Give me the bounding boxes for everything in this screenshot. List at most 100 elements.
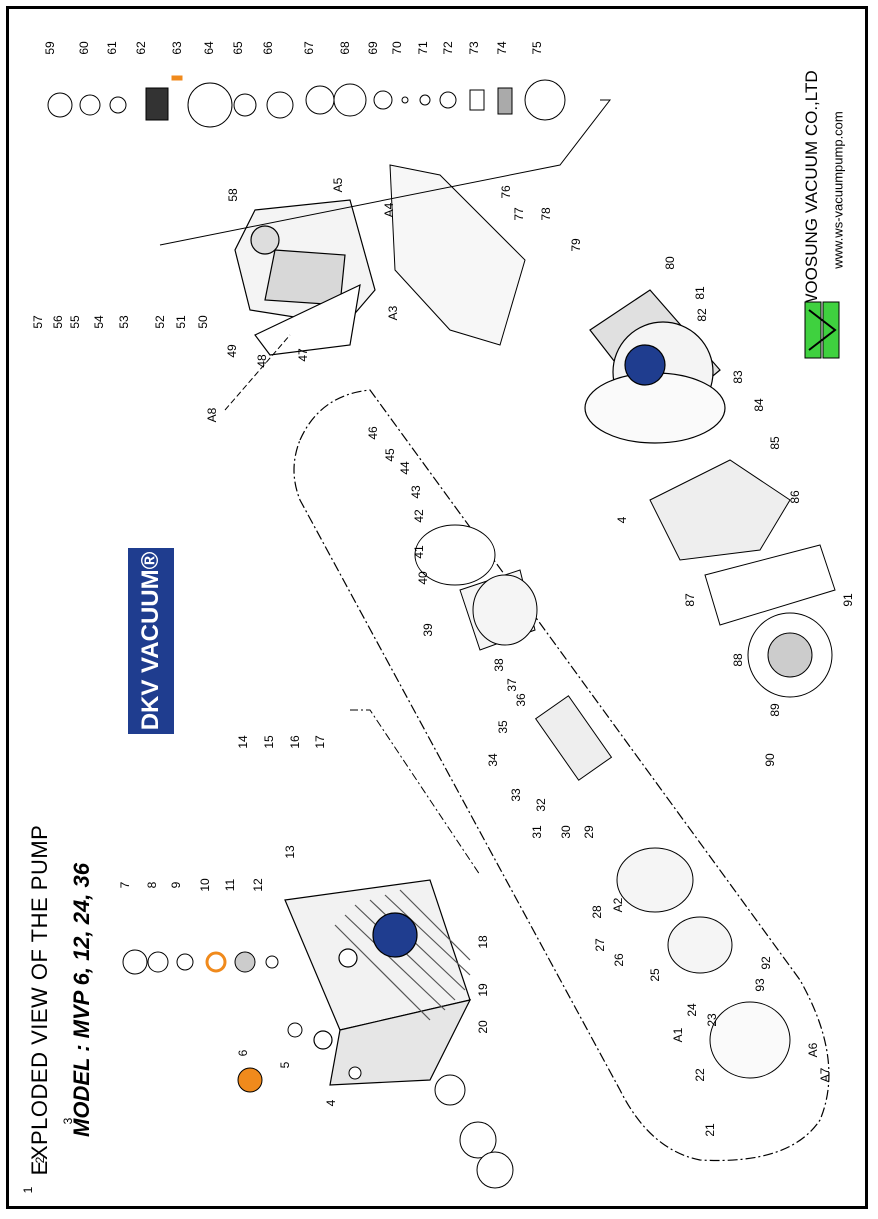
connector-line (159, 99, 612, 246)
part-label: 16 (288, 735, 302, 749)
part-label: A7 (818, 1067, 832, 1083)
part-label: 19 (476, 983, 490, 997)
part-label: 52 (153, 315, 167, 329)
part-label: A2 (611, 897, 625, 913)
part-label: 57 (31, 315, 45, 329)
company-website: www.ws-vacuumpump.com (830, 111, 846, 269)
part-label: 58 (226, 188, 240, 202)
left-parts (122, 949, 514, 1189)
part-label: 70 (390, 41, 404, 55)
wvc-logo-icon (804, 301, 840, 359)
page-title: EXPLODED VIEW OF THE PUMP (27, 824, 52, 1176)
part-label: 60 (77, 41, 91, 55)
part-label: 21 (703, 1123, 717, 1137)
part-label: 35 (496, 720, 510, 734)
end-cover (709, 1001, 791, 1079)
part-label: 80 (663, 256, 677, 270)
part-label: 18 (476, 935, 490, 949)
part-label: 85 (768, 436, 782, 450)
part-label: 33 (509, 788, 523, 802)
part-label: 37 (505, 678, 519, 692)
part-label: 42 (412, 509, 426, 523)
part-label: 34 (486, 753, 500, 767)
part-label: 91 (841, 593, 855, 607)
top-parts (47, 75, 566, 128)
part-label: 45 (383, 448, 397, 462)
part-label: 41 (412, 545, 426, 559)
end-plate (667, 916, 733, 974)
part-label: 10 (198, 878, 212, 892)
part-label: 36 (514, 693, 528, 707)
motor (584, 289, 726, 444)
part-label: 78 (539, 207, 553, 221)
connector-line (350, 709, 481, 876)
part-label: 44 (398, 461, 412, 475)
part-label: 2 (33, 1156, 47, 1164)
part-label: 5 (278, 1061, 292, 1069)
part-label: 54 (92, 315, 106, 329)
part-label: 63 (170, 41, 184, 55)
part-label: 87 (683, 593, 697, 607)
part-label: 49 (225, 344, 239, 358)
part-label: 68 (338, 41, 352, 55)
part-label: 14 (236, 735, 250, 749)
model-subtitle: MODEL : MVP 6, 12, 24, 36 (69, 863, 94, 1137)
part-label: 13 (283, 845, 297, 859)
part-label: 3 (61, 1117, 75, 1125)
part-label: 74 (495, 41, 509, 55)
part-label: 88 (731, 653, 745, 667)
end-plate (616, 847, 694, 913)
part-label: 73 (467, 41, 481, 55)
part-label: 27 (593, 938, 607, 952)
assembly-boundary (293, 389, 830, 1162)
part-label: 76 (499, 185, 513, 199)
part-label: 40 (416, 571, 430, 585)
part-label: 31 (530, 825, 544, 839)
gasket (704, 544, 836, 626)
part-label: 79 (569, 238, 583, 252)
part-label: 86 (788, 490, 802, 504)
part-label: 71 (416, 41, 430, 55)
part-label: 61 (105, 41, 119, 55)
part-label: 43 (409, 485, 423, 499)
part-label: A5 (331, 177, 345, 193)
part-label: 62 (134, 41, 148, 55)
part-label: 77 (512, 207, 526, 221)
part-label: 8 (145, 881, 159, 889)
part-label: 4 (324, 1099, 338, 1107)
part-label: 51 (174, 315, 188, 329)
rotor (534, 695, 613, 781)
pump-body (284, 879, 472, 1086)
part-label: 72 (441, 41, 455, 55)
part-label: 64 (202, 41, 216, 55)
part-label: 82 (695, 308, 709, 322)
part-label: 20 (476, 1020, 490, 1034)
part-label: 25 (648, 968, 662, 982)
part-label: 59 (43, 41, 57, 55)
part-label: 48 (255, 354, 269, 368)
part-label: 9 (169, 881, 183, 889)
part-label: 22 (693, 1068, 707, 1082)
part-label: 24 (685, 1003, 699, 1017)
part-label: 84 (752, 398, 766, 412)
dkv-logo-text: DKV VACUUM® (137, 551, 164, 731)
part-label: 93 (753, 978, 767, 992)
part-label: 30 (559, 825, 573, 839)
part-label: 39 (421, 623, 435, 637)
part-label: A3 (386, 305, 400, 321)
part-label: 1 (21, 1186, 35, 1194)
dkv-vacuum-logo: DKV VACUUM® (128, 548, 174, 734)
part-label: A8 (205, 407, 219, 423)
part-label: 66 (261, 41, 275, 55)
part-label: 50 (196, 315, 210, 329)
part-label: 81 (693, 286, 707, 300)
part-label: 4 (615, 516, 629, 524)
part-label: A4 (382, 202, 396, 218)
page-border (6, 6, 868, 1209)
part-label: 29 (582, 825, 596, 839)
part-label: 46 (366, 426, 380, 440)
part-label: 6 (236, 1049, 250, 1057)
part-label: 28 (590, 905, 604, 919)
